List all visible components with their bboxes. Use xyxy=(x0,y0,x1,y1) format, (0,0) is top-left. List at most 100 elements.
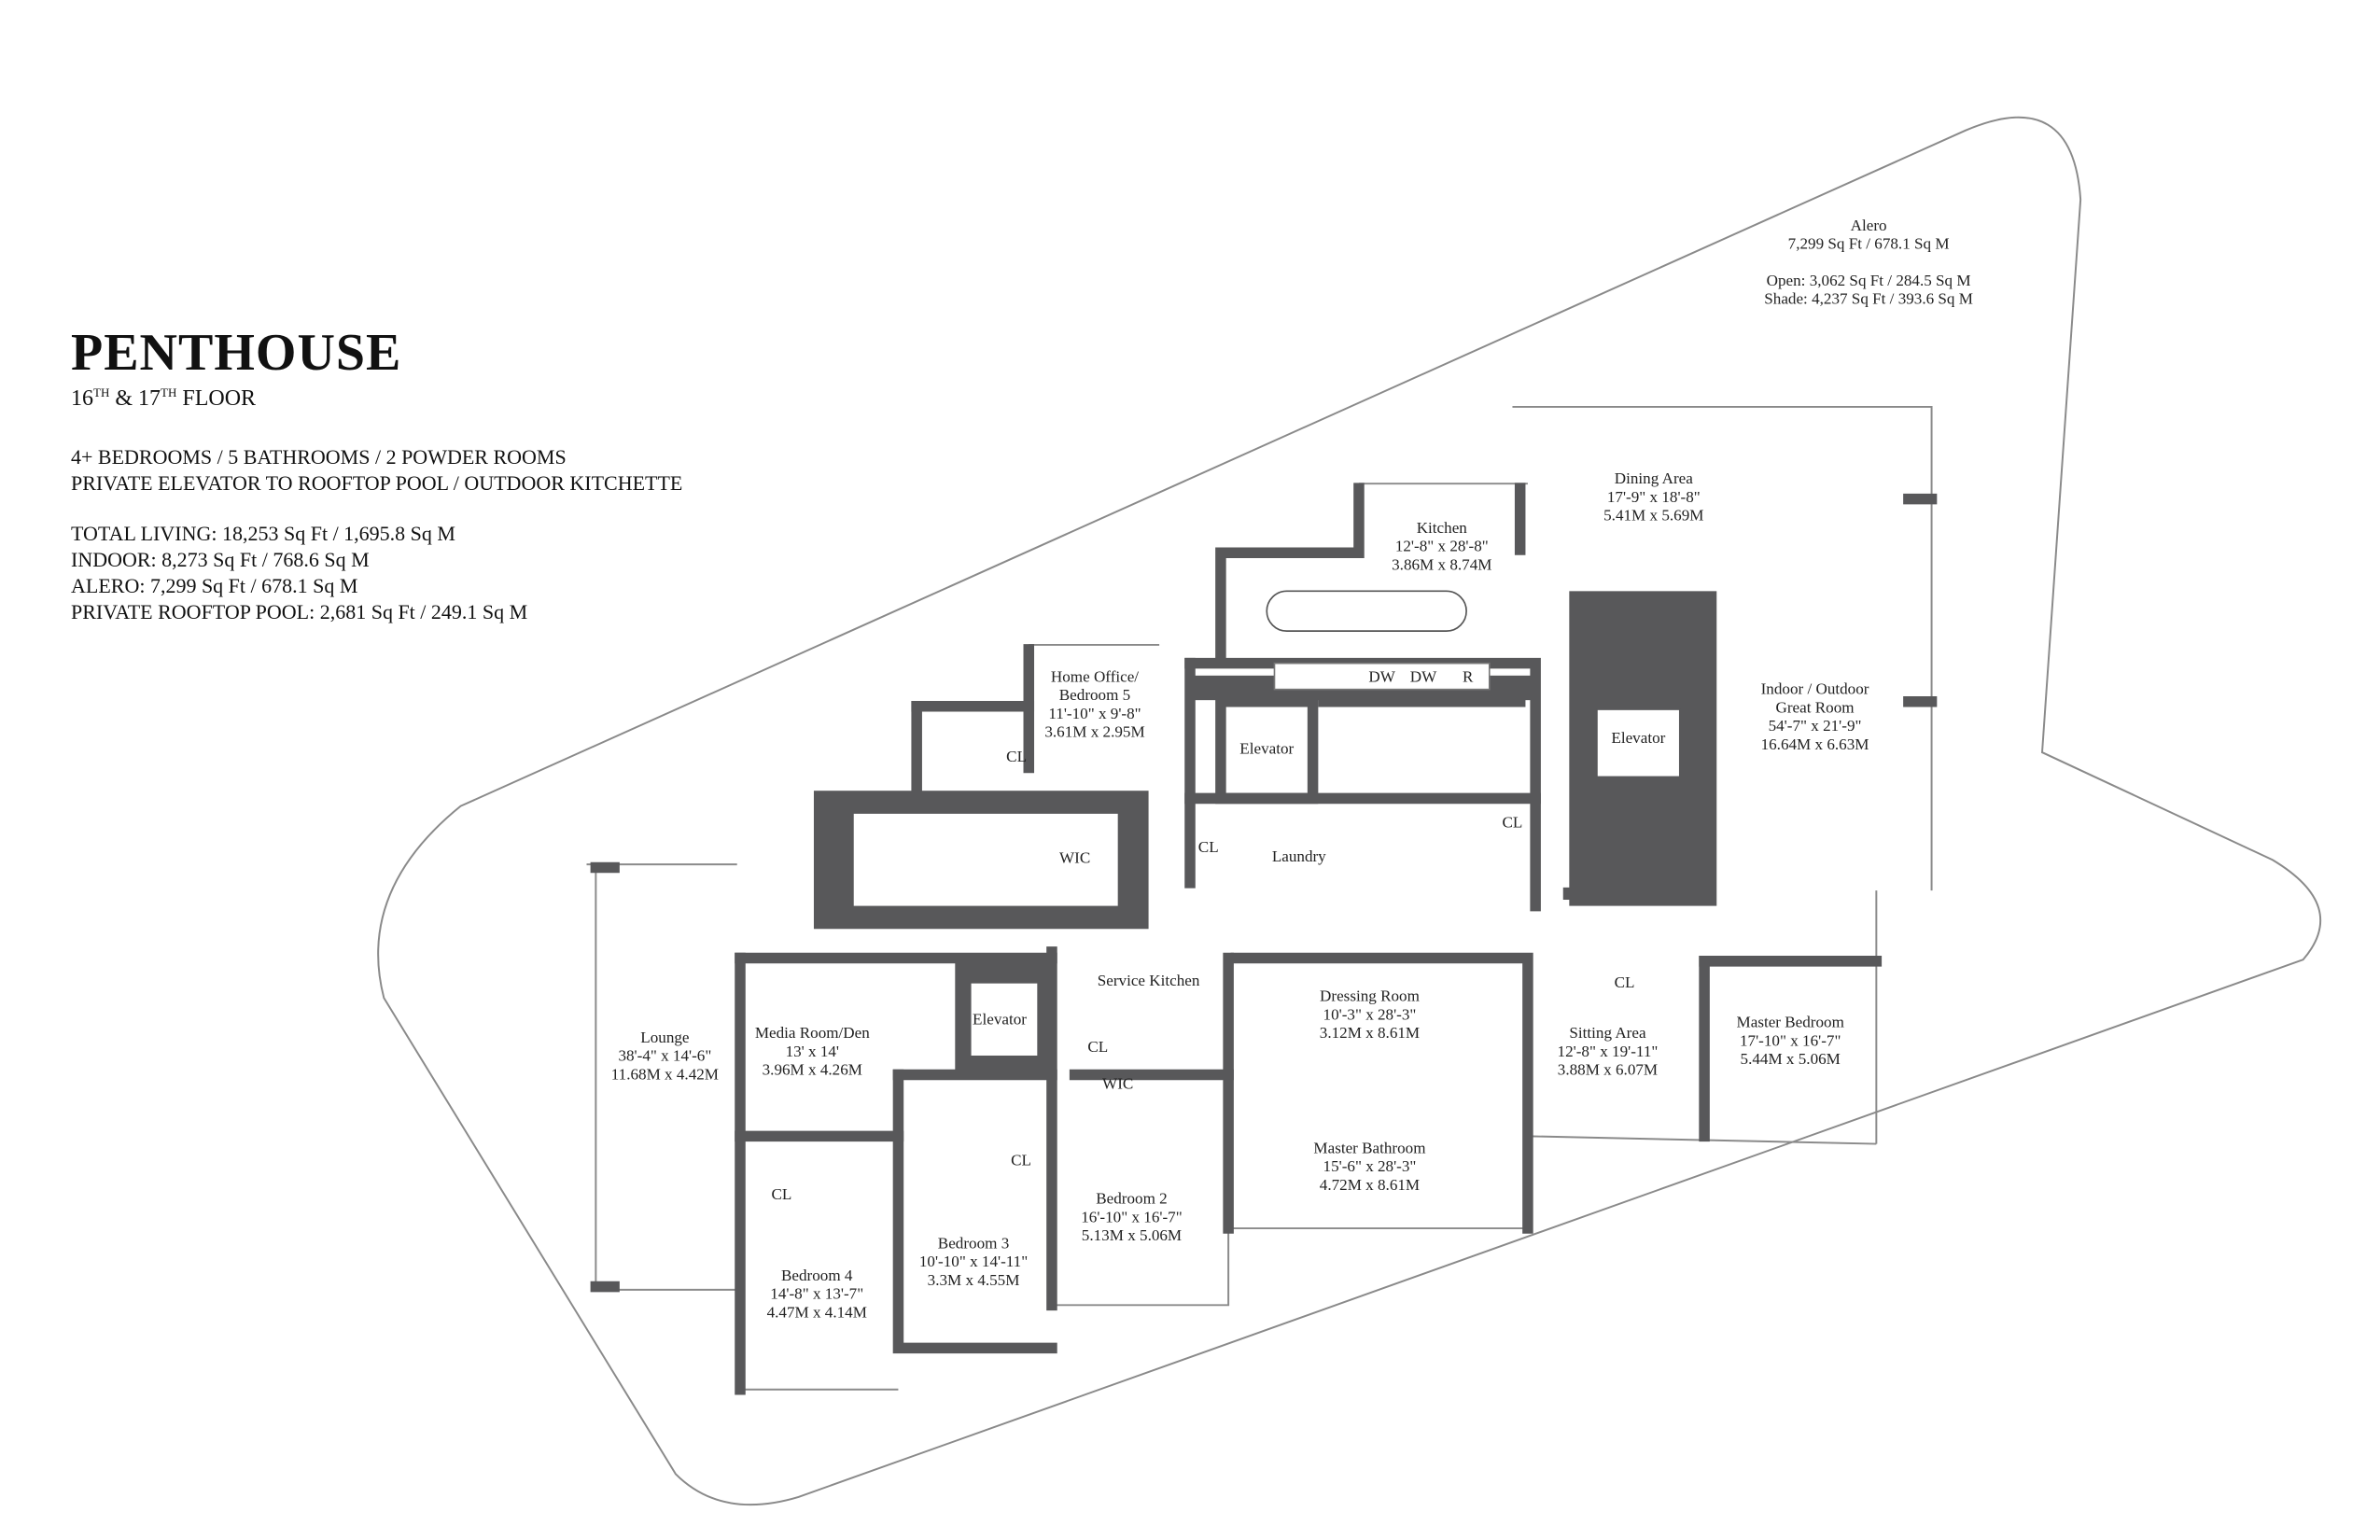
features-list: 4+ BEDROOMS / 5 BATHROOMS / 2 POWDER ROO… xyxy=(71,444,682,497)
room-label-line: Sitting Area xyxy=(1569,1024,1646,1042)
room-label-line: 3.12M x 8.61M xyxy=(1320,1024,1420,1042)
room-label-line: WIC xyxy=(1102,1074,1133,1092)
room-label-line: CL xyxy=(1198,838,1219,856)
floor-rest: FLOOR xyxy=(176,386,257,411)
room-elevator-private: Elevator xyxy=(1611,729,1665,747)
room-dishwasher-1: DW xyxy=(1368,667,1395,685)
room-label-line: 3.96M x 4.26M xyxy=(763,1061,862,1079)
floor-mid: & xyxy=(109,386,139,411)
stat-line: PRIVATE ROOFTOP POOL: 2,681 Sq Ft / 249.… xyxy=(71,600,528,623)
room-closet-bedroom-4: CL xyxy=(771,1185,791,1203)
room-label-line: CL xyxy=(1006,748,1027,765)
room-closet-office: CL xyxy=(1006,748,1027,765)
room-elevator-bedroom-wing: Elevator xyxy=(973,1010,1027,1028)
room-label-line: 16.64M x 6.63M xyxy=(1761,735,1869,753)
floor-sup-1: TH xyxy=(93,385,110,399)
room-label-line: 11'-10" x 9'-8" xyxy=(1048,705,1141,722)
room-label-line: Bedroom 2 xyxy=(1096,1190,1167,1208)
room-label-line: 3.86M x 8.74M xyxy=(1392,555,1491,573)
room-label-line: CL xyxy=(771,1185,791,1203)
room-label-line: R xyxy=(1463,667,1474,685)
room-bedroom-3: Bedroom 310'-10" x 14'-11"3.3M x 4.55M xyxy=(919,1234,1028,1288)
room-label-line: WIC xyxy=(1059,849,1090,867)
room-label-line: Dressing Room xyxy=(1320,987,1421,1005)
room-label-line: Master Bathroom xyxy=(1313,1139,1426,1156)
room-label-line: 5.13M x 5.06M xyxy=(1082,1226,1182,1244)
alero-outline xyxy=(377,116,2322,1506)
stat-line: ALERO: 7,299 Sq Ft / 678.1 Sq M xyxy=(71,574,358,597)
feature-line: 4+ BEDROOMS / 5 BATHROOMS / 2 POWDER ROO… xyxy=(71,445,567,469)
room-refrigerator: R xyxy=(1463,667,1474,685)
room-label-line: 17'-10" x 16'-7" xyxy=(1740,1031,1841,1049)
room-label-line: 3.88M x 6.07M xyxy=(1558,1061,1658,1079)
page-title: PENTHOUSE xyxy=(71,324,402,382)
room-label-line: 4.47M x 4.14M xyxy=(767,1303,867,1321)
room-label-line: 7,299 Sq Ft / 678.1 Sq M xyxy=(1788,235,1950,253)
room-label-line: 13' x 14' xyxy=(786,1043,839,1060)
room-label-line: 5.41M x 5.69M xyxy=(1603,507,1703,525)
room-closet-bedroom-3: CL xyxy=(1011,1152,1031,1169)
room-label-line: CL xyxy=(1503,814,1523,832)
room-closet-service: CL xyxy=(1087,1038,1108,1056)
room-label-line: Service Kitchen xyxy=(1098,972,1200,989)
feature-line: PRIVATE ELEVATOR TO ROOFTOP POOL / OUTDO… xyxy=(71,471,683,495)
floor-num-1: 16 xyxy=(71,386,93,411)
room-label-line: 11.68M x 4.42M xyxy=(611,1065,719,1083)
room-label-line: Bedroom 3 xyxy=(938,1234,1009,1252)
walls xyxy=(586,405,1938,1395)
room-bedroom-4: Bedroom 414'-8" x 13'-7"4.47M x 4.14M xyxy=(767,1267,867,1321)
stat-line: TOTAL LIVING: 18,253 Sq Ft / 1,695.8 Sq … xyxy=(71,522,455,545)
room-label-line: Kitchen xyxy=(1417,519,1468,537)
room-label-line: Laundry xyxy=(1272,847,1326,865)
room-label-line: Open: 3,062 Sq Ft / 284.5 Sq M xyxy=(1767,272,1971,289)
room-label-line: 17'-9" x 18'-8" xyxy=(1607,488,1701,506)
stat-line: INDOOR: 8,273 Sq Ft / 768.6 Sq M xyxy=(71,548,370,571)
room-label-line: 3.3M x 4.55M xyxy=(928,1271,1020,1289)
room-label-line: 10'-10" x 14'-11" xyxy=(919,1253,1028,1270)
room-label-line: DW xyxy=(1368,667,1395,685)
room-label-line: Lounge xyxy=(640,1029,689,1046)
room-label-line: Shade: 4,237 Sq Ft / 393.6 Sq M xyxy=(1764,290,1973,308)
floor-label: 16TH & 17TH FLOOR xyxy=(71,381,682,411)
room-label-line: Alero xyxy=(1851,217,1887,234)
room-label-line: Master Bedroom xyxy=(1737,1014,1845,1031)
room-label-line: Dining Area xyxy=(1615,469,1693,487)
room-label-line: Home Office/ xyxy=(1051,667,1139,685)
room-label-line: DW xyxy=(1410,667,1437,685)
room-label-line: CL xyxy=(1087,1038,1108,1056)
floor-num-2: 17 xyxy=(138,386,161,411)
room-label-line: 16'-10" x 16'-7" xyxy=(1081,1208,1182,1225)
room-label-line: Media Room/Den xyxy=(755,1024,870,1042)
area-stats: TOTAL LIVING: 18,253 Sq Ft / 1,695.8 Sq … xyxy=(71,521,682,625)
room-label-line: 3.61M x 2.95M xyxy=(1044,723,1144,741)
room-label-line: 12'-8" x 19'-11" xyxy=(1558,1043,1659,1060)
room-label-line: 14'-8" x 13'-7" xyxy=(770,1285,863,1303)
room-label-line: 10'-3" x 28'-3" xyxy=(1323,1005,1417,1023)
room-label-line: CL xyxy=(1615,973,1635,991)
dark-blocks xyxy=(813,590,1717,1077)
room-label-line: Indoor / Outdoor xyxy=(1761,680,1869,698)
room-closet-powder: CL xyxy=(1503,814,1523,832)
room-label-line: Great Room xyxy=(1776,698,1855,716)
room-home-office: Home Office/Bedroom 511'-10" x 9'-8"3.61… xyxy=(1044,667,1144,740)
room-dishwasher-2: DW xyxy=(1410,667,1437,685)
room-label-line: 4.72M x 8.61M xyxy=(1320,1176,1420,1194)
room-label-line: 15'-6" x 28'-3" xyxy=(1323,1157,1417,1175)
room-elevator-service: Elevator xyxy=(1239,740,1294,758)
floor-sup-2: TH xyxy=(161,385,177,399)
room-label-line: 12'-8" x 28'-8" xyxy=(1395,538,1489,555)
room-label-line: Elevator xyxy=(1239,740,1294,758)
room-label-line: Elevator xyxy=(973,1010,1027,1028)
room-label-line: 38'-4" x 14'-6" xyxy=(618,1047,711,1065)
